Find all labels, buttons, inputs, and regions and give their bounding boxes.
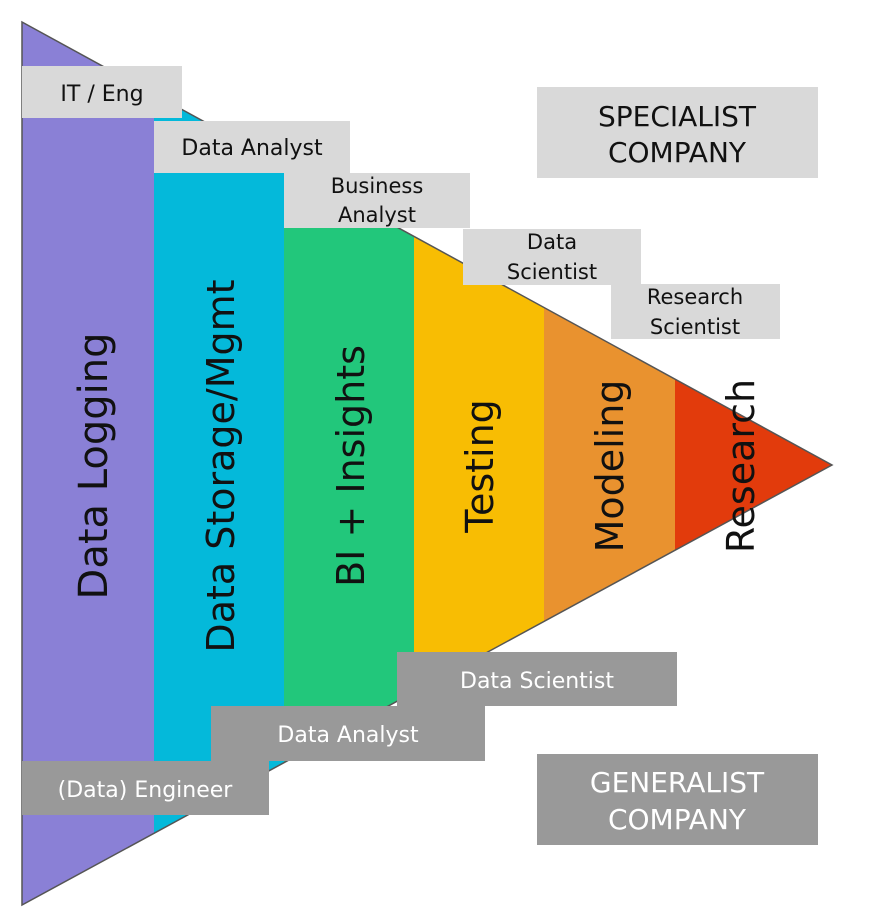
specialist-role-business-analyst-line1: Business	[331, 174, 424, 198]
generalist-role-data-scientist: Data Scientist	[460, 669, 614, 694]
stage-label-bi-insights: BI + Insights	[329, 345, 373, 587]
generalist-role-box	[211, 706, 485, 761]
generalist-role-box	[397, 652, 677, 706]
generalist-company-title-line2: COMPANY	[608, 803, 747, 836]
generalist-company-title-line1: GENERALIST	[590, 766, 765, 799]
stage-label-data-logging: Data Logging	[71, 333, 117, 600]
specialist-role-research-scientist-line1: Research	[647, 285, 743, 309]
specialist-role-data-scientist-line1: Data	[527, 230, 577, 254]
specialist-role-box	[284, 173, 470, 228]
specialist-role-business-analyst-line2: Analyst	[338, 203, 416, 227]
stage-label-data-storage: Data Storage/Mgmt	[199, 279, 243, 652]
specialist-role-data-analyst: Data Analyst	[181, 136, 323, 161]
specialist-company-title-line1: SPECIALIST	[598, 100, 757, 133]
specialist-role-box	[463, 229, 641, 285]
specialist-role-research-scientist-line2: Scientist	[650, 315, 740, 339]
generalist-role-data-engineer: (Data) Engineer	[58, 778, 234, 803]
specialist-company-title-line2: COMPANY	[608, 136, 747, 169]
specialist-role-it-eng: IT / Eng	[60, 82, 143, 107]
stage-label-modeling: Modeling	[588, 380, 632, 553]
specialist-role-box	[611, 284, 780, 339]
generalist-role-data-analyst: Data Analyst	[277, 723, 419, 748]
stage-label-testing: Testing	[458, 399, 502, 534]
specialist-role-box	[154, 121, 350, 173]
generalist-roles: Data Scientist Data Analyst (Data) Engin…	[22, 652, 677, 815]
stage-label-research: Research	[719, 379, 763, 553]
specialist-company-box	[537, 87, 818, 178]
specialist-roles: IT / Eng Data Analyst Business Analyst D…	[22, 66, 780, 339]
stage-segment-data-logging	[22, 22, 154, 905]
specialist-role-box	[22, 66, 182, 118]
specialist-role-data-scientist-line2: Scientist	[507, 260, 597, 284]
generalist-company-box	[537, 754, 818, 845]
generalist-role-box	[22, 761, 269, 815]
